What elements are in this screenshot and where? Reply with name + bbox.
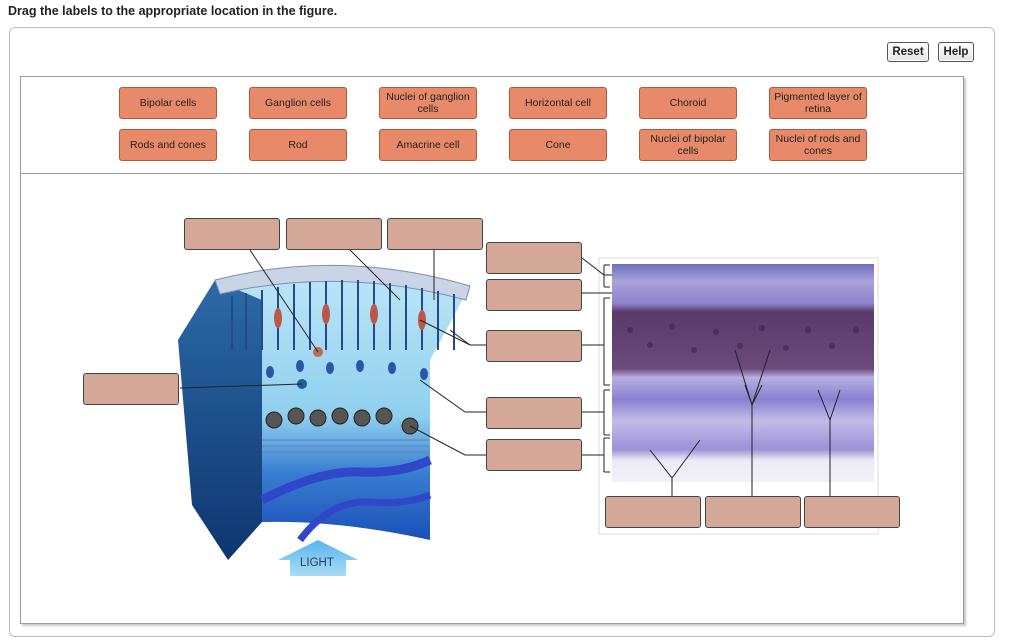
help-button[interactable]: Help	[938, 42, 974, 62]
nerve-fiber-layer	[262, 439, 430, 453]
retina-block-side	[178, 280, 262, 560]
label-nuclei-ganglion-cells[interactable]: Nuclei of ganglion cells	[379, 87, 477, 119]
bracket-ticks	[604, 264, 610, 473]
light-arrow	[278, 540, 358, 576]
retina-micrograph	[612, 264, 874, 482]
label-nuclei-rods-cones[interactable]: Nuclei of rods and cones	[769, 129, 867, 161]
label-amacrine-cell[interactable]: Amacrine cell	[379, 129, 477, 161]
drop-target-12[interactable]	[804, 496, 900, 528]
drop-target-5[interactable]	[486, 279, 582, 311]
label-pigmented-layer[interactable]: Pigmented layer of retina	[769, 87, 867, 119]
drop-target-8[interactable]	[486, 397, 582, 429]
label-horizontal-cell[interactable]: Horizontal cell	[509, 87, 607, 119]
ganglion-cells	[265, 407, 419, 435]
drop-target-3[interactable]	[387, 218, 483, 250]
drop-target-7[interactable]	[83, 373, 179, 405]
drop-target-10[interactable]	[605, 496, 701, 528]
drop-target-4[interactable]	[486, 242, 582, 274]
blood-vessel	[297, 491, 432, 543]
bipolar-cells	[266, 360, 428, 380]
blood-vessel	[259, 455, 432, 504]
light-label: LIGHT	[300, 557, 334, 569]
label-ganglion-cells[interactable]: Ganglion cells	[249, 87, 347, 119]
photoreceptors	[231, 280, 455, 350]
label-cone[interactable]: Cone	[509, 129, 607, 161]
label-rods-and-cones[interactable]: Rods and cones	[119, 129, 217, 161]
drop-target-6[interactable]	[486, 330, 582, 362]
drop-target-1[interactable]	[184, 218, 280, 250]
drop-target-2[interactable]	[286, 218, 382, 250]
label-rod[interactable]: Rod	[249, 129, 347, 161]
micrograph-nuclei	[627, 323, 859, 353]
cone-cells	[274, 304, 426, 330]
label-choroid[interactable]: Choroid	[639, 87, 737, 119]
drop-target-9[interactable]	[486, 439, 582, 471]
drop-target-11[interactable]	[705, 496, 801, 528]
label-bipolar-cells[interactable]: Bipolar cells	[119, 87, 217, 119]
leader-lines	[179, 249, 841, 498]
label-nuclei-bipolar-cells[interactable]: Nuclei of bipolar cells	[639, 129, 737, 161]
reset-button[interactable]: Reset	[887, 42, 929, 62]
label-bank-divider	[21, 173, 963, 174]
pigment-band	[214, 264, 471, 301]
instructions: Drag the labels to the appropriate locat…	[8, 4, 338, 18]
